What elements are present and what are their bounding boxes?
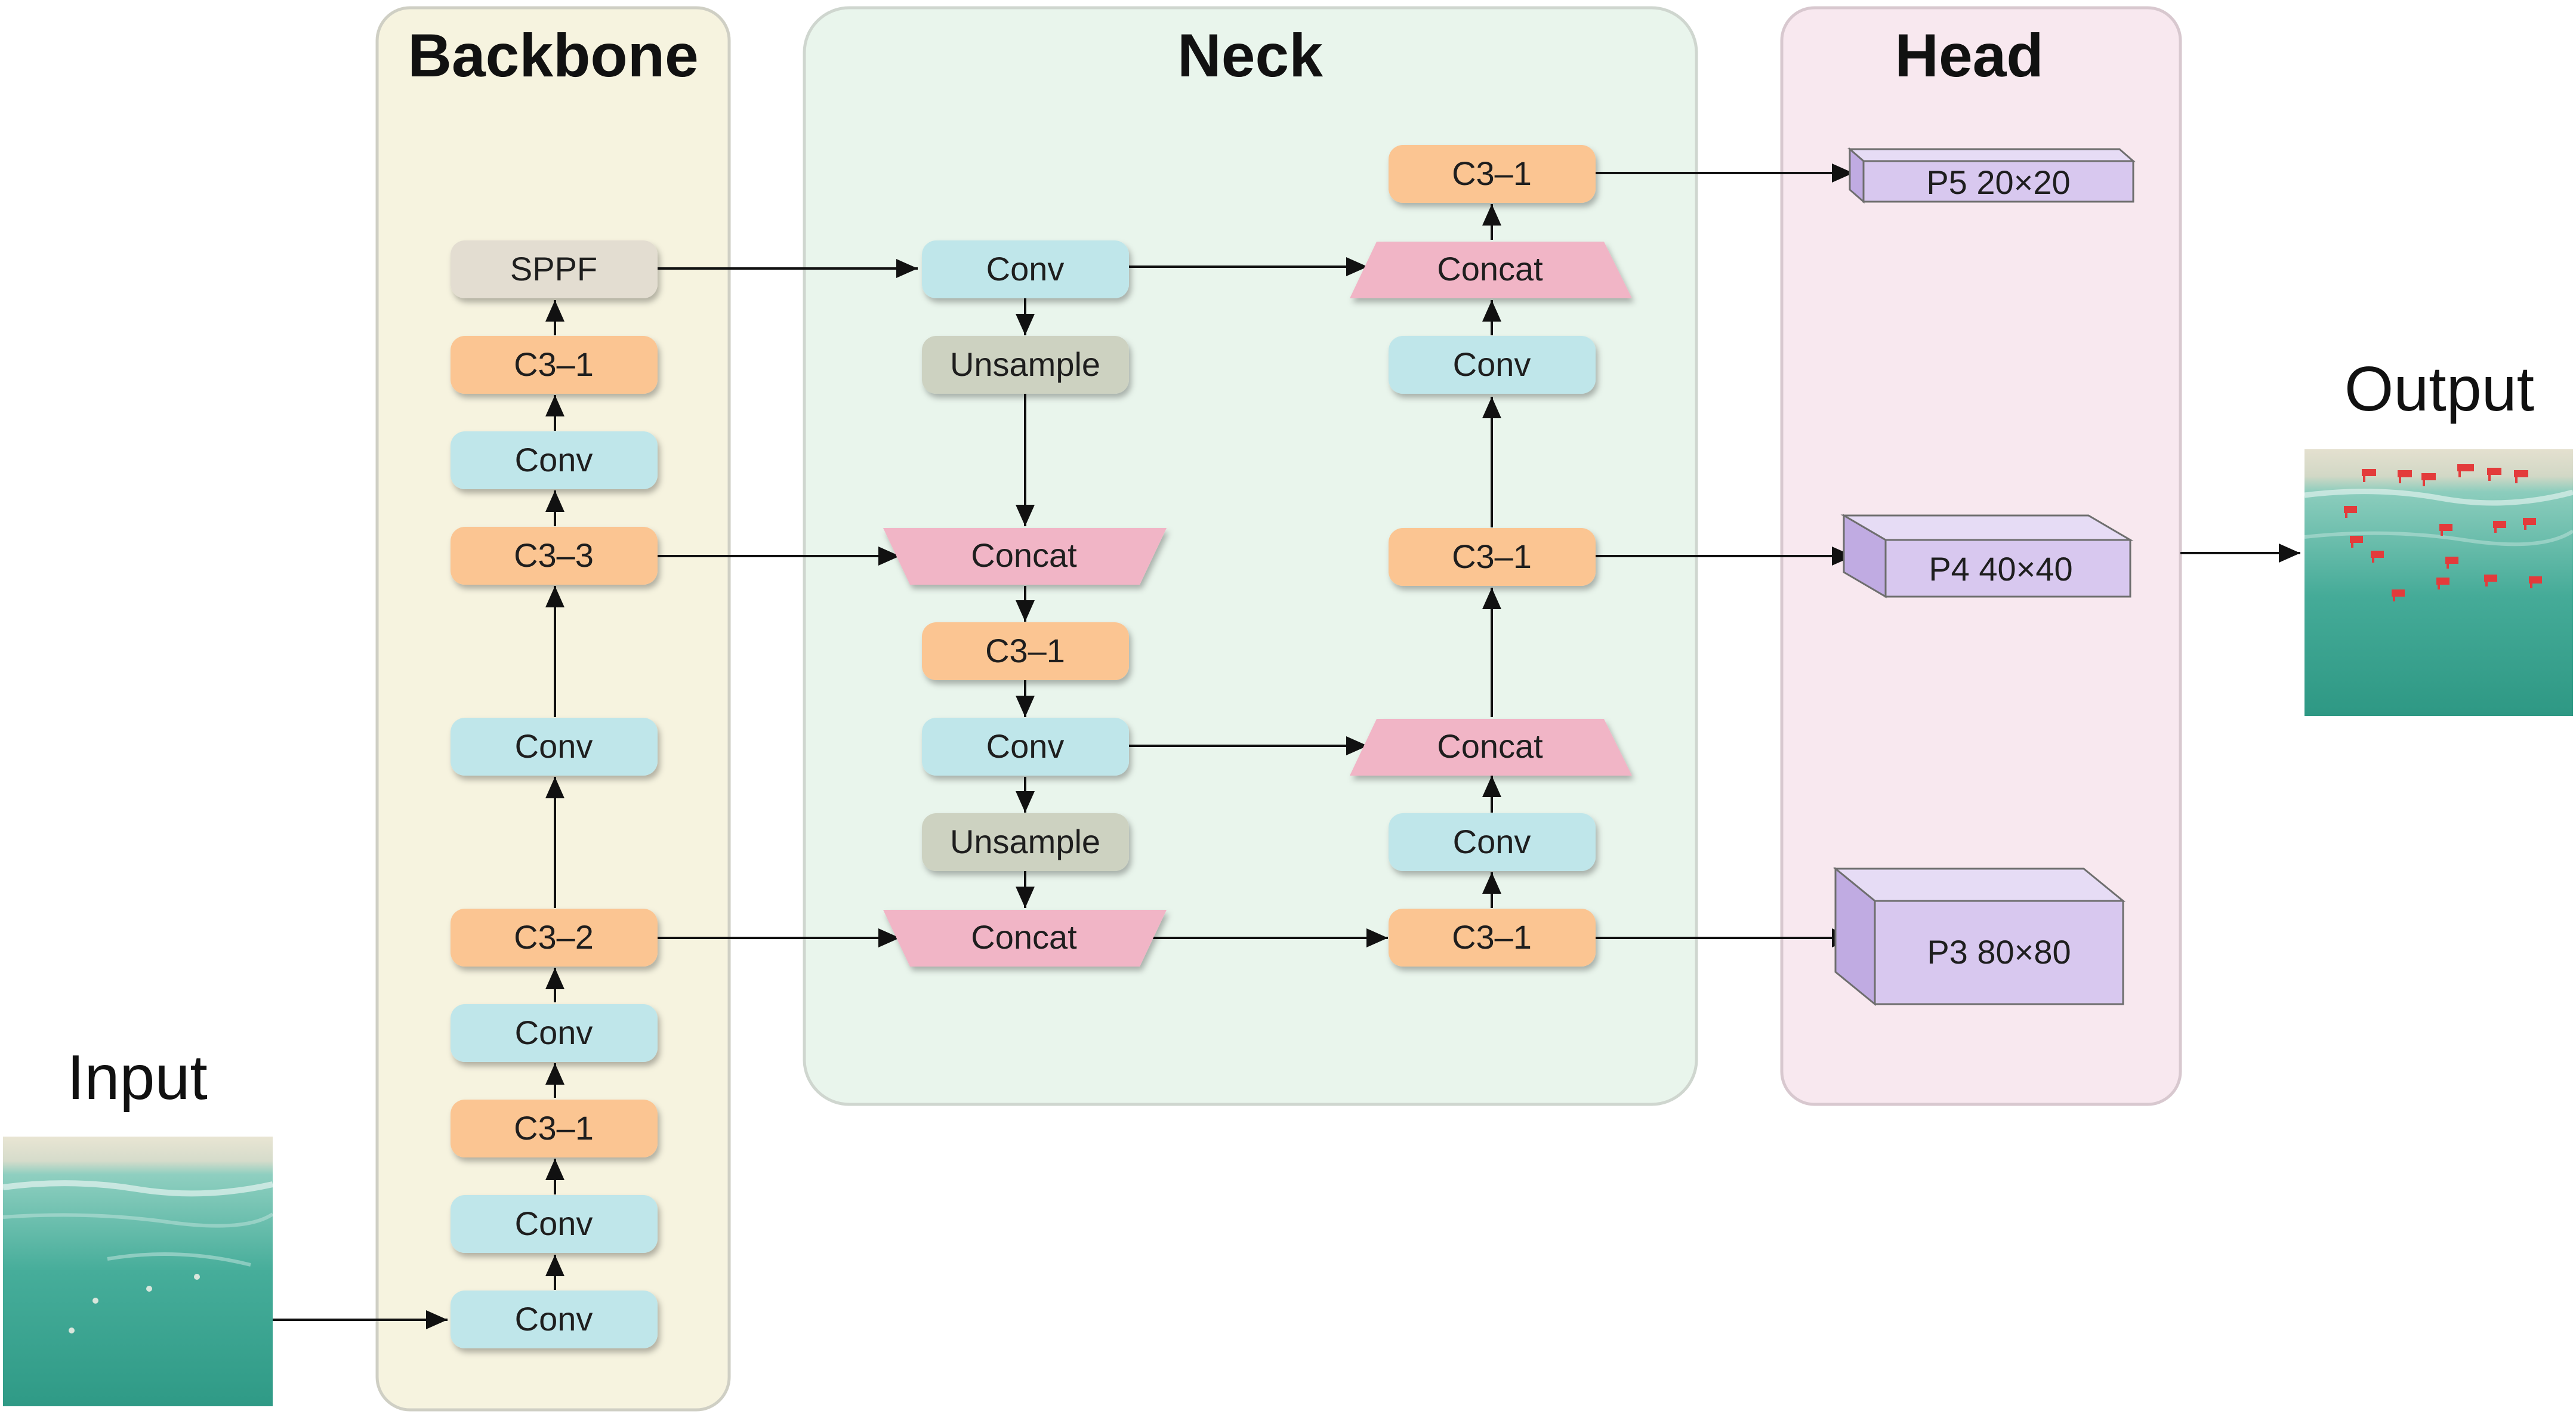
backbone-c3-1-top-node: C3–1 (451, 336, 658, 394)
input-label: Input (67, 1042, 208, 1113)
neck-concat-b-node: Concat (883, 910, 1167, 967)
neck-upsample-b-node: Unsample (922, 813, 1129, 871)
svg-text:Concat: Concat (1437, 250, 1543, 288)
backbone-title: Backbone (408, 21, 699, 89)
svg-text:Conv: Conv (515, 441, 593, 478)
neck-c3-1-c-node: C3–1 (1389, 909, 1596, 967)
neck-nodes: Conv Unsample Concat C3–1 Conv Unsample … (883, 145, 1632, 967)
svg-text:Concat: Concat (971, 536, 1077, 574)
output-image (2304, 449, 2574, 716)
svg-text:Conv: Conv (986, 727, 1065, 765)
neck-conv-d-node: Conv (1389, 336, 1596, 394)
svg-text:C3–2: C3–2 (514, 918, 594, 956)
head-title: Head (1895, 21, 2043, 89)
backbone-c3-3-node: C3–3 (451, 527, 658, 585)
backbone-sppf-node: SPPF (451, 240, 658, 298)
svg-text:Concat: Concat (971, 918, 1077, 956)
svg-text:Conv: Conv (515, 1300, 593, 1338)
input-image (2, 1137, 274, 1406)
backbone-conv-1-node: Conv (451, 1195, 658, 1253)
head-p3-box: P3 80×80 (1832, 866, 2126, 1007)
backbone-nodes: SPPF C3–1 Conv C3–3 Conv C3–2 Conv C3–1 (451, 240, 658, 1348)
svg-text:C3–1: C3–1 (1452, 538, 1532, 575)
svg-text:P4 40×40: P4 40×40 (1929, 550, 2072, 588)
svg-text:C3–1: C3–1 (985, 632, 1065, 669)
svg-text:Conv: Conv (515, 1014, 593, 1051)
neck-upsample-a-node: Unsample (922, 336, 1129, 394)
backbone-c3-2-node: C3–2 (451, 909, 658, 967)
backbone-c3-1-low-node: C3–1 (451, 1100, 658, 1157)
svg-text:Conv: Conv (515, 727, 593, 765)
neck-c3-1-e-node: C3–1 (1389, 145, 1596, 203)
backbone-conv-4-node: Conv (451, 431, 658, 489)
svg-text:C3–1: C3–1 (514, 1109, 594, 1147)
neck-title: Neck (1177, 21, 1323, 89)
svg-text:Conv: Conv (1453, 345, 1531, 383)
svg-text:SPPF: SPPF (510, 250, 597, 288)
neck-concat-c-node: Concat (1350, 719, 1632, 776)
svg-text:C3–1: C3–1 (1452, 155, 1532, 192)
backbone-conv-0-node: Conv (451, 1291, 658, 1348)
neck-conv-c-node: Conv (1389, 813, 1596, 871)
neck-conv-a-node: Conv (922, 240, 1129, 298)
svg-text:Conv: Conv (986, 250, 1065, 288)
svg-text:C3–3: C3–3 (514, 536, 594, 574)
backbone-conv-3-node: Conv (451, 718, 658, 776)
neck-conv-b-node: Conv (922, 718, 1129, 776)
output-label: Output (2344, 354, 2534, 424)
svg-text:Conv: Conv (1453, 823, 1531, 860)
neck-concat-d-node: Concat (1350, 242, 1632, 298)
neck-concat-a-node: Concat (883, 528, 1167, 585)
backbone-conv-2-node: Conv (451, 1004, 658, 1062)
svg-text:Unsample: Unsample (950, 823, 1100, 860)
svg-text:Conv: Conv (515, 1205, 593, 1242)
svg-text:Concat: Concat (1437, 727, 1543, 765)
head-p5-box: P5 20×20 (1847, 147, 2136, 204)
edges (273, 163, 2300, 1329)
neck-c3-1-a-node: C3–1 (922, 622, 1129, 680)
svg-text:P5 20×20: P5 20×20 (1926, 163, 2070, 201)
svg-text:Unsample: Unsample (950, 345, 1100, 383)
head-nodes: P5 20×20 P4 40×40 P3 80×80 (1832, 147, 2136, 1007)
svg-text:C3–1: C3–1 (514, 345, 594, 383)
head-p4-box: P4 40×40 (1840, 514, 2134, 598)
svg-text:P3 80×80: P3 80×80 (1927, 933, 2071, 971)
svg-text:C3–1: C3–1 (1452, 918, 1532, 956)
neck-c3-1-d-node: C3–1 (1389, 528, 1596, 586)
